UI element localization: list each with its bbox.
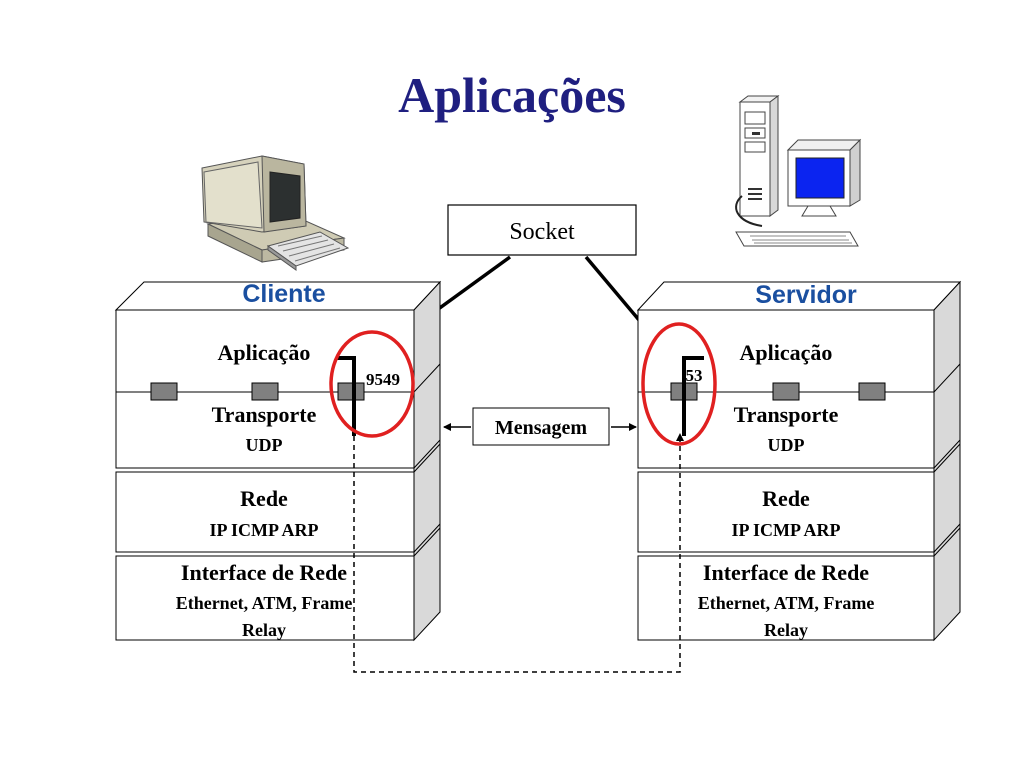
- client-label: Cliente: [242, 280, 325, 308]
- desktop-computer-icon: [201, 155, 350, 271]
- client-application-label: Aplicação: [218, 340, 311, 365]
- server-port-square: [772, 382, 800, 401]
- server-interface-line2: Relay: [764, 620, 808, 640]
- server-port-square: [858, 382, 886, 401]
- client-interface-line2: Relay: [242, 620, 286, 640]
- client-port-square: [251, 382, 279, 401]
- server-label: Servidor: [755, 281, 857, 309]
- client-transport-label: Transporte: [212, 402, 317, 427]
- client-port-highlight: [329, 330, 415, 438]
- server-stack: [636, 280, 962, 642]
- server-network-protocols: IP ICMP ARP: [731, 520, 840, 540]
- client-port-number: 9549: [366, 370, 400, 389]
- client-interface-label: Interface de Rede: [181, 560, 347, 585]
- message-box: [472, 407, 610, 446]
- client-port-square: [150, 382, 178, 401]
- socket-box: Socket: [447, 204, 637, 256]
- server-port-number: 53: [686, 366, 703, 385]
- client-network-protocols: IP ICMP ARP: [209, 520, 318, 540]
- server-computer-icon: [735, 95, 862, 247]
- client-stack: [114, 280, 442, 642]
- client-transport-protocol: UDP: [246, 435, 283, 455]
- message-label: Mensagem: [495, 417, 588, 439]
- server-transport-protocol: UDP: [768, 435, 805, 455]
- server-application-label: Aplicação: [740, 340, 833, 365]
- data-flow-dashed-path: [353, 433, 684, 673]
- client-network-label: Rede: [240, 486, 288, 511]
- server-port-highlight: [641, 322, 717, 446]
- server-socket-path: [682, 356, 704, 436]
- server-network-label: Rede: [762, 486, 810, 511]
- client-interface-line1: Ethernet, ATM, Frame: [176, 593, 353, 613]
- server-transport-label: Transporte: [734, 402, 839, 427]
- socket-label: Socket: [509, 219, 575, 245]
- server-interface-line1: Ethernet, ATM, Frame: [698, 593, 875, 613]
- client-socket-path: [336, 356, 356, 436]
- page-title: Aplicações: [398, 67, 626, 123]
- client-port-square: [337, 382, 365, 401]
- server-interface-label: Interface de Rede: [703, 560, 869, 585]
